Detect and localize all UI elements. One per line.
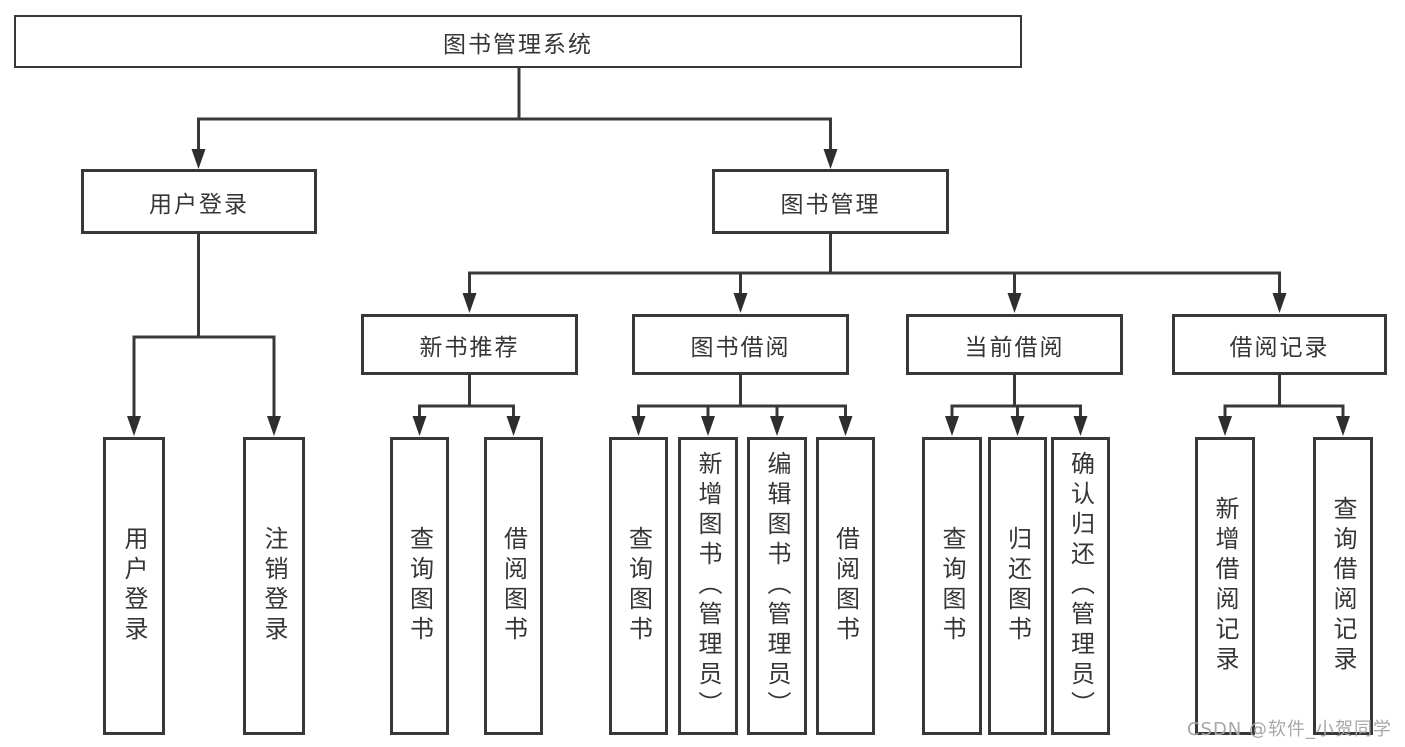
leaf-borrow-book: 借阅图书	[816, 437, 875, 735]
node-user-login-label: 用户登录	[149, 191, 249, 218]
leaf-add-book-admin: 新增图书（管理员）	[678, 437, 738, 735]
leaf-return-book: 归还图书	[988, 437, 1047, 735]
arrowhead-icon	[191, 149, 206, 169]
leaf-add-book-admin-label: 新增图书（管理员）	[694, 451, 722, 721]
arrowhead-icon	[838, 416, 853, 436]
node-root-label: 图书管理系统	[443, 31, 593, 58]
arrowhead-icon	[823, 149, 838, 169]
leaf-current-query-book: 查询图书	[922, 437, 982, 735]
leaf-confirm-return-admin-label: 确认归还（管理员）	[1066, 451, 1095, 721]
node-current-borrow: 当前借阅	[906, 314, 1123, 375]
arrowhead-icon	[1218, 416, 1232, 436]
arrowhead-icon	[733, 293, 748, 313]
csdn-watermark: CSDN @软件_小贺同学	[1186, 719, 1392, 740]
arrowhead-icon	[267, 416, 281, 436]
arrowhead-icon	[1336, 416, 1350, 436]
arrowhead-icon	[701, 416, 715, 436]
leaf-add-borrow-record: 新增借阅记录	[1195, 437, 1255, 735]
leaf-borrow-query-book: 查询图书	[609, 437, 668, 735]
node-book-borrow: 图书借阅	[632, 314, 849, 375]
leaf-query-borrow-record-label: 查询借阅记录	[1329, 496, 1357, 676]
arrowhead-icon	[1007, 293, 1022, 313]
leaf-return-book-label: 归还图书	[1003, 526, 1032, 646]
arrowhead-icon	[462, 293, 477, 313]
leaf-logout: 注销登录	[243, 437, 305, 735]
arrowhead-icon	[1073, 416, 1088, 436]
leaf-borrow-book-label: 借阅图书	[831, 526, 860, 646]
arrowhead-icon	[506, 416, 521, 436]
leaf-recommend-borrow-book: 借阅图书	[484, 437, 543, 735]
arrowhead-icon	[1010, 416, 1025, 436]
node-current-borrow-label: 当前借阅	[964, 334, 1065, 361]
leaf-logout-label: 注销登录	[260, 526, 288, 646]
arrowhead-icon	[127, 416, 141, 436]
leaf-query-borrow-record: 查询借阅记录	[1313, 437, 1373, 735]
leaf-recommend-query-book: 查询图书	[390, 437, 449, 735]
leaf-edit-book-admin-label: 编辑图书（管理员）	[763, 451, 791, 721]
node-book-management: 图书管理	[712, 169, 949, 234]
leaf-user-login: 用户登录	[103, 437, 165, 735]
arrowhead-icon	[770, 416, 784, 436]
arrowhead-icon	[412, 416, 427, 436]
leaf-add-borrow-record-label: 新增借阅记录	[1211, 496, 1239, 676]
arrowhead-icon	[945, 416, 959, 436]
arrowhead-icon	[631, 416, 646, 436]
leaf-user-login-label: 用户登录	[120, 526, 148, 646]
arrowhead-icon	[1272, 293, 1287, 313]
node-borrow-records-label: 借阅记录	[1229, 334, 1330, 361]
leaf-edit-book-admin: 编辑图书（管理员）	[747, 437, 807, 735]
node-new-book-recommend: 新书推荐	[361, 314, 578, 375]
leaf-confirm-return-admin: 确认归还（管理员）	[1051, 437, 1110, 735]
leaf-current-query-book-label: 查询图书	[938, 526, 966, 646]
node-root: 图书管理系统	[14, 15, 1022, 68]
node-book-management-label: 图书管理	[780, 191, 881, 218]
leaf-recommend-borrow-book-label: 借阅图书	[499, 526, 528, 646]
node-new-book-recommend-label: 新书推荐	[419, 334, 520, 361]
node-borrow-records: 借阅记录	[1172, 314, 1387, 375]
node-user-login: 用户登录	[81, 169, 317, 234]
leaf-recommend-query-book-label: 查询图书	[405, 526, 434, 646]
leaf-borrow-query-book-label: 查询图书	[624, 526, 653, 646]
node-book-borrow-label: 图书借阅	[690, 334, 791, 361]
